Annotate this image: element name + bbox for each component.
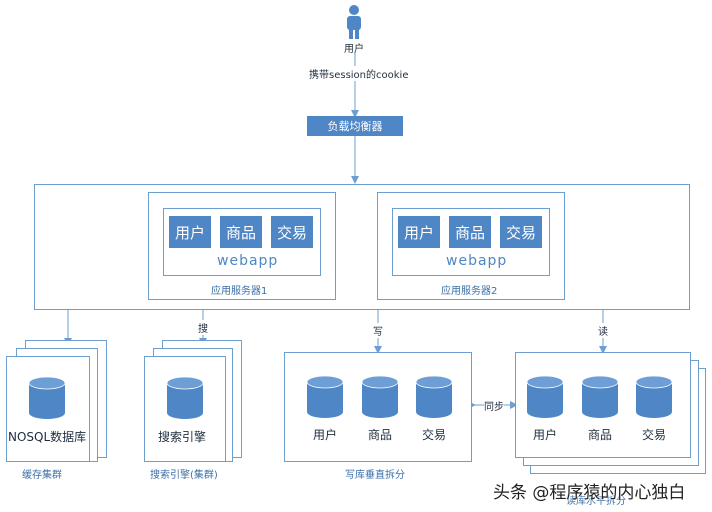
write-db-caption: 写库垂直拆分	[345, 470, 405, 481]
webapp-label-1: webapp	[217, 253, 279, 269]
read-db-caption: 读库水平拆分	[566, 496, 626, 507]
write-db-user-label: 用户	[313, 428, 338, 442]
server-1-caption: 应用服务器1	[211, 286, 268, 297]
module-product-1: 商品	[220, 216, 262, 248]
edge-write-label: 写	[373, 323, 383, 338]
server-2-caption: 应用服务器2	[441, 286, 498, 297]
search-caption: 搜索引擎(集群)	[150, 470, 218, 481]
edge-sync-label: 同步	[484, 398, 504, 413]
webapp-label-2: webapp	[446, 253, 508, 269]
edge-search-label: 搜	[198, 320, 208, 335]
write-db-product-icon	[361, 375, 399, 418]
write-db-trade-icon	[415, 375, 453, 418]
write-db-user-icon	[306, 375, 344, 418]
read-db-product-icon	[581, 375, 619, 418]
watermark: 头条 @程序猿的内心独白	[493, 483, 686, 503]
module-trade-1: 交易	[271, 216, 313, 248]
module-user-1: 用户	[169, 216, 211, 248]
read-db-user-icon	[526, 375, 564, 418]
module-trade-2: 交易	[500, 216, 542, 248]
user-label: 用户	[344, 44, 364, 55]
read-db-trade-icon	[635, 375, 673, 418]
cache-db-label: NOSQL数据库	[8, 430, 87, 444]
read-db-user-label: 用户	[533, 428, 558, 442]
search-db-label: 搜索引擎	[158, 430, 207, 444]
cache-caption: 缓存集群	[22, 470, 62, 481]
load-balancer: 负载均衡器	[307, 116, 403, 136]
cookie-label: 携带session的cookie	[309, 66, 409, 81]
read-db-trade-label: 交易	[642, 428, 667, 442]
module-product-2: 商品	[449, 216, 491, 248]
app-cluster	[34, 184, 690, 310]
read-db-product-label: 商品	[588, 428, 613, 442]
write-db-trade-label: 交易	[422, 428, 447, 442]
module-user-2: 用户	[398, 216, 440, 248]
edge-read-label: 读	[598, 323, 608, 338]
write-db-product-label: 商品	[368, 428, 393, 442]
